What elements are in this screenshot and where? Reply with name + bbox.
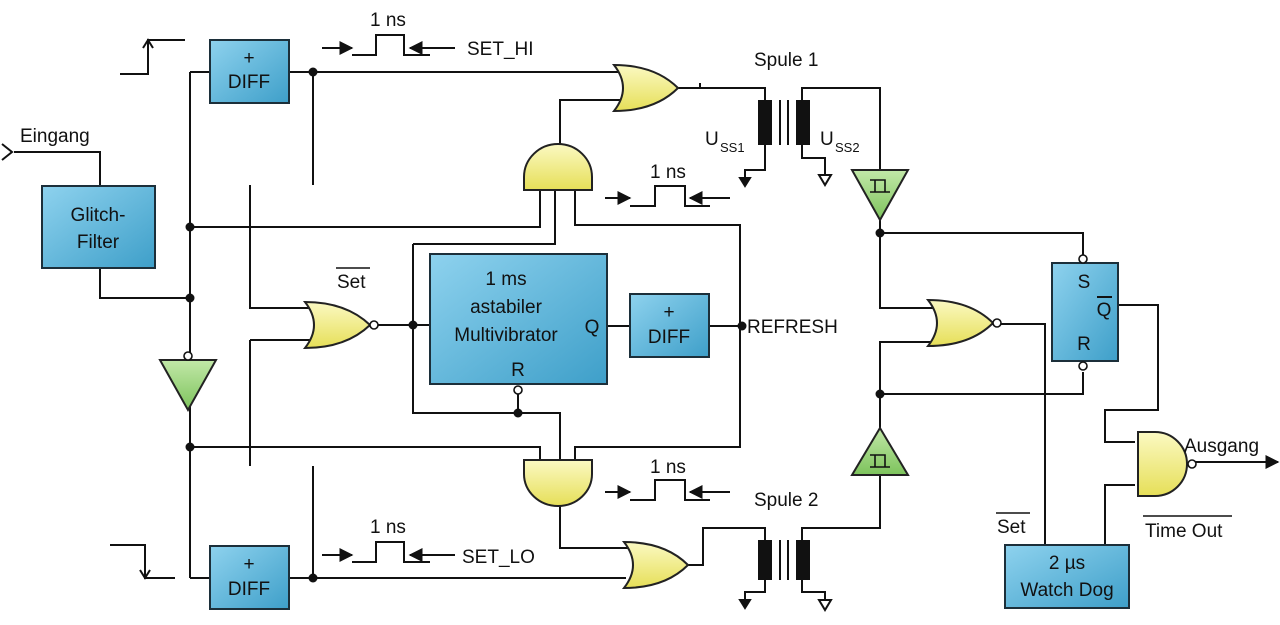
svg-text:Watch Dog: Watch Dog [1020, 580, 1113, 601]
buffer-bubble [183, 351, 193, 361]
svg-text:DIFF: DIFF [648, 327, 690, 348]
pulse-mid: 1 ns [605, 162, 730, 207]
uss2-label: U SS2 [820, 129, 860, 155]
junctions [185, 67, 885, 583]
pulse-set-lo: 1 ns [322, 517, 455, 563]
schmitt-buffer-bottom [850, 426, 910, 476]
nand-gate-output [1137, 431, 1188, 497]
svg-text:Multivibrator: Multivibrator [454, 325, 558, 346]
svg-text:Q: Q [1097, 300, 1112, 321]
diff-block-mid: + DIFF [629, 293, 710, 358]
pulse-label: 1 ns [650, 457, 686, 478]
time-out-label: Time Out [1143, 515, 1232, 542]
svg-text:S: S [1078, 272, 1091, 293]
nand-bubble [1187, 459, 1197, 469]
svg-text:Filter: Filter [77, 232, 120, 253]
set-hi-label: SET_HI [467, 39, 534, 60]
svg-text:Glitch-: Glitch- [71, 205, 126, 226]
input-label: Eingang [20, 126, 90, 147]
set-lo-label: SET_LO [462, 547, 535, 568]
set-bubble [1078, 254, 1088, 264]
or-gate-bottom [621, 540, 690, 590]
nor-gate-right [925, 298, 995, 348]
nor-bubble [992, 318, 1002, 328]
spule1-label: Spule 1 [754, 50, 818, 71]
svg-text:Set: Set [997, 517, 1026, 538]
svg-text:Q: Q [585, 317, 600, 338]
multivibrator-block: 1 ms astabiler Multivibrator Q R [429, 253, 608, 385]
pulse-set-hi: 1 ns [322, 10, 455, 56]
transformer-spule2 [758, 540, 810, 580]
pulse-label: 1 ns [370, 10, 406, 31]
uss1-label: U SS1 [705, 129, 745, 155]
svg-text:DIFF: DIFF [228, 72, 270, 93]
svg-text:2 µs: 2 µs [1049, 553, 1085, 574]
pulse-label: 1 ns [370, 517, 406, 538]
pulse-bottom: 1 ns [605, 457, 730, 501]
svg-text:R: R [511, 360, 525, 381]
buffer-left [158, 359, 218, 413]
watchdog-block: 2 µs Watch Dog [1004, 544, 1130, 609]
svg-text:+: + [243, 48, 254, 69]
glitch-filter-block: Glitch- Filter [41, 185, 156, 269]
schmitt-buffer-top [850, 169, 910, 223]
set-bar-label-watchdog: Set [996, 512, 1030, 538]
pulse-label: 1 ns [650, 162, 686, 183]
svg-text:Set: Set [337, 272, 366, 293]
svg-text:U: U [820, 129, 834, 150]
wires [1, 38, 1280, 612]
reset-bubble [1078, 361, 1088, 371]
and-gate-top [523, 143, 593, 191]
svg-text:U: U [705, 129, 719, 150]
diff-block-top: + DIFF [209, 39, 290, 104]
nor-gate-set [302, 300, 372, 350]
diff-block-bottom: + DIFF [209, 545, 290, 610]
svg-text:SS2: SS2 [835, 140, 860, 155]
set-bar-label: Set [336, 267, 370, 293]
or-gate-top [611, 63, 680, 113]
refresh-label: REFRESH [747, 317, 838, 338]
and-gate-bottom [523, 459, 593, 507]
svg-text:+: + [663, 302, 674, 323]
nor-bubble [369, 320, 379, 330]
svg-text:1 ms: 1 ms [485, 269, 526, 290]
svg-text:+: + [243, 554, 254, 575]
svg-text:R: R [1077, 334, 1091, 355]
sr-flipflop-block: S Q R [1051, 262, 1119, 362]
svg-text:astabiler: astabiler [470, 297, 542, 318]
svg-text:DIFF: DIFF [228, 579, 270, 600]
reset-bubble [513, 385, 523, 395]
svg-text:Time Out: Time Out [1145, 521, 1223, 542]
output-label: Ausgang [1184, 436, 1259, 457]
svg-text:SS1: SS1 [720, 140, 745, 155]
transformer-spule1 [758, 100, 810, 145]
spule2-label: Spule 2 [754, 490, 818, 511]
